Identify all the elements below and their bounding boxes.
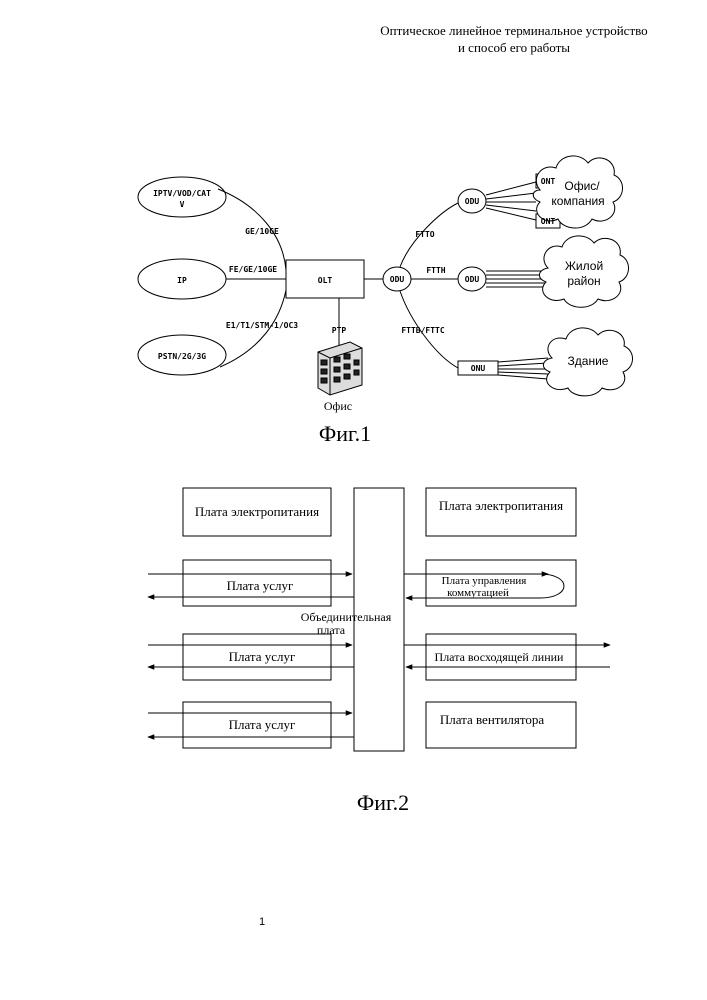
- office-building-icon: [318, 342, 362, 395]
- label-cloud-office-2: компания: [551, 194, 604, 208]
- label-e1: E1/T1/STM-1/OC3: [226, 321, 298, 330]
- label-power-left: Плата электропитания: [195, 504, 319, 519]
- label-ip: IP: [177, 276, 187, 285]
- fibers-middle: [486, 271, 545, 287]
- label-ge: GE/10GE: [245, 227, 279, 236]
- figure-1-labels: IPTV/VOD/CAT V IP PSTN/2G/3G GE/10GE FE/…: [153, 177, 609, 446]
- label-iptv-2: V: [180, 200, 185, 209]
- page-number: 1: [259, 916, 265, 928]
- label-fan: Плата вентилятора: [440, 712, 545, 727]
- label-cloud-building: Здание: [568, 354, 609, 368]
- label-cloud-res-1: Жилой: [565, 259, 603, 273]
- label-iptv-1: IPTV/VOD/CAT: [153, 189, 211, 198]
- label-fttb: FTTB/FTTC: [401, 326, 445, 335]
- figure-2-labels: Плата электропитания Плата электропитани…: [195, 498, 564, 815]
- label-cloud-office-1: Офис/: [564, 179, 600, 193]
- label-backplane-1: Объединительная: [301, 610, 392, 624]
- label-power-right: Плата электропитания: [439, 498, 563, 513]
- fibers-bottom: [498, 358, 548, 379]
- figure-2-caption: Фиг.2: [357, 790, 409, 815]
- label-uplink: Плата восходящей линии: [435, 650, 565, 664]
- label-ftth: FTTH: [426, 266, 445, 275]
- label-odu-middle: ODU: [465, 275, 480, 284]
- label-service-1: Плата услуг: [227, 578, 294, 593]
- label-onu: ONU: [471, 364, 486, 373]
- label-ont-top: ONT: [541, 177, 556, 186]
- label-office: Офис: [324, 399, 352, 413]
- figure-1: [138, 156, 633, 396]
- label-olt: OLT: [318, 276, 333, 285]
- label-service-2: Плата услуг: [229, 649, 296, 664]
- label-switch-2: коммутацией: [447, 587, 509, 599]
- fibers-top: [486, 182, 536, 220]
- label-odu-center: ODU: [390, 275, 405, 284]
- label-ptp: PTP: [332, 326, 347, 335]
- figure-1-caption: Фиг.1: [319, 421, 371, 446]
- label-ont-bottom: ONT: [541, 217, 556, 226]
- label-switch-1: Плата управления: [442, 575, 527, 587]
- label-service-3: Плата услуг: [229, 717, 296, 732]
- label-pstn: PSTN/2G/3G: [158, 352, 206, 361]
- label-odu-top: ODU: [465, 197, 480, 206]
- label-cloud-res-2: район: [567, 274, 600, 288]
- label-backplane-2: плата: [317, 623, 346, 637]
- label-ftto: FTTO: [415, 230, 434, 239]
- label-fe: FE/GE/10GE: [229, 265, 277, 274]
